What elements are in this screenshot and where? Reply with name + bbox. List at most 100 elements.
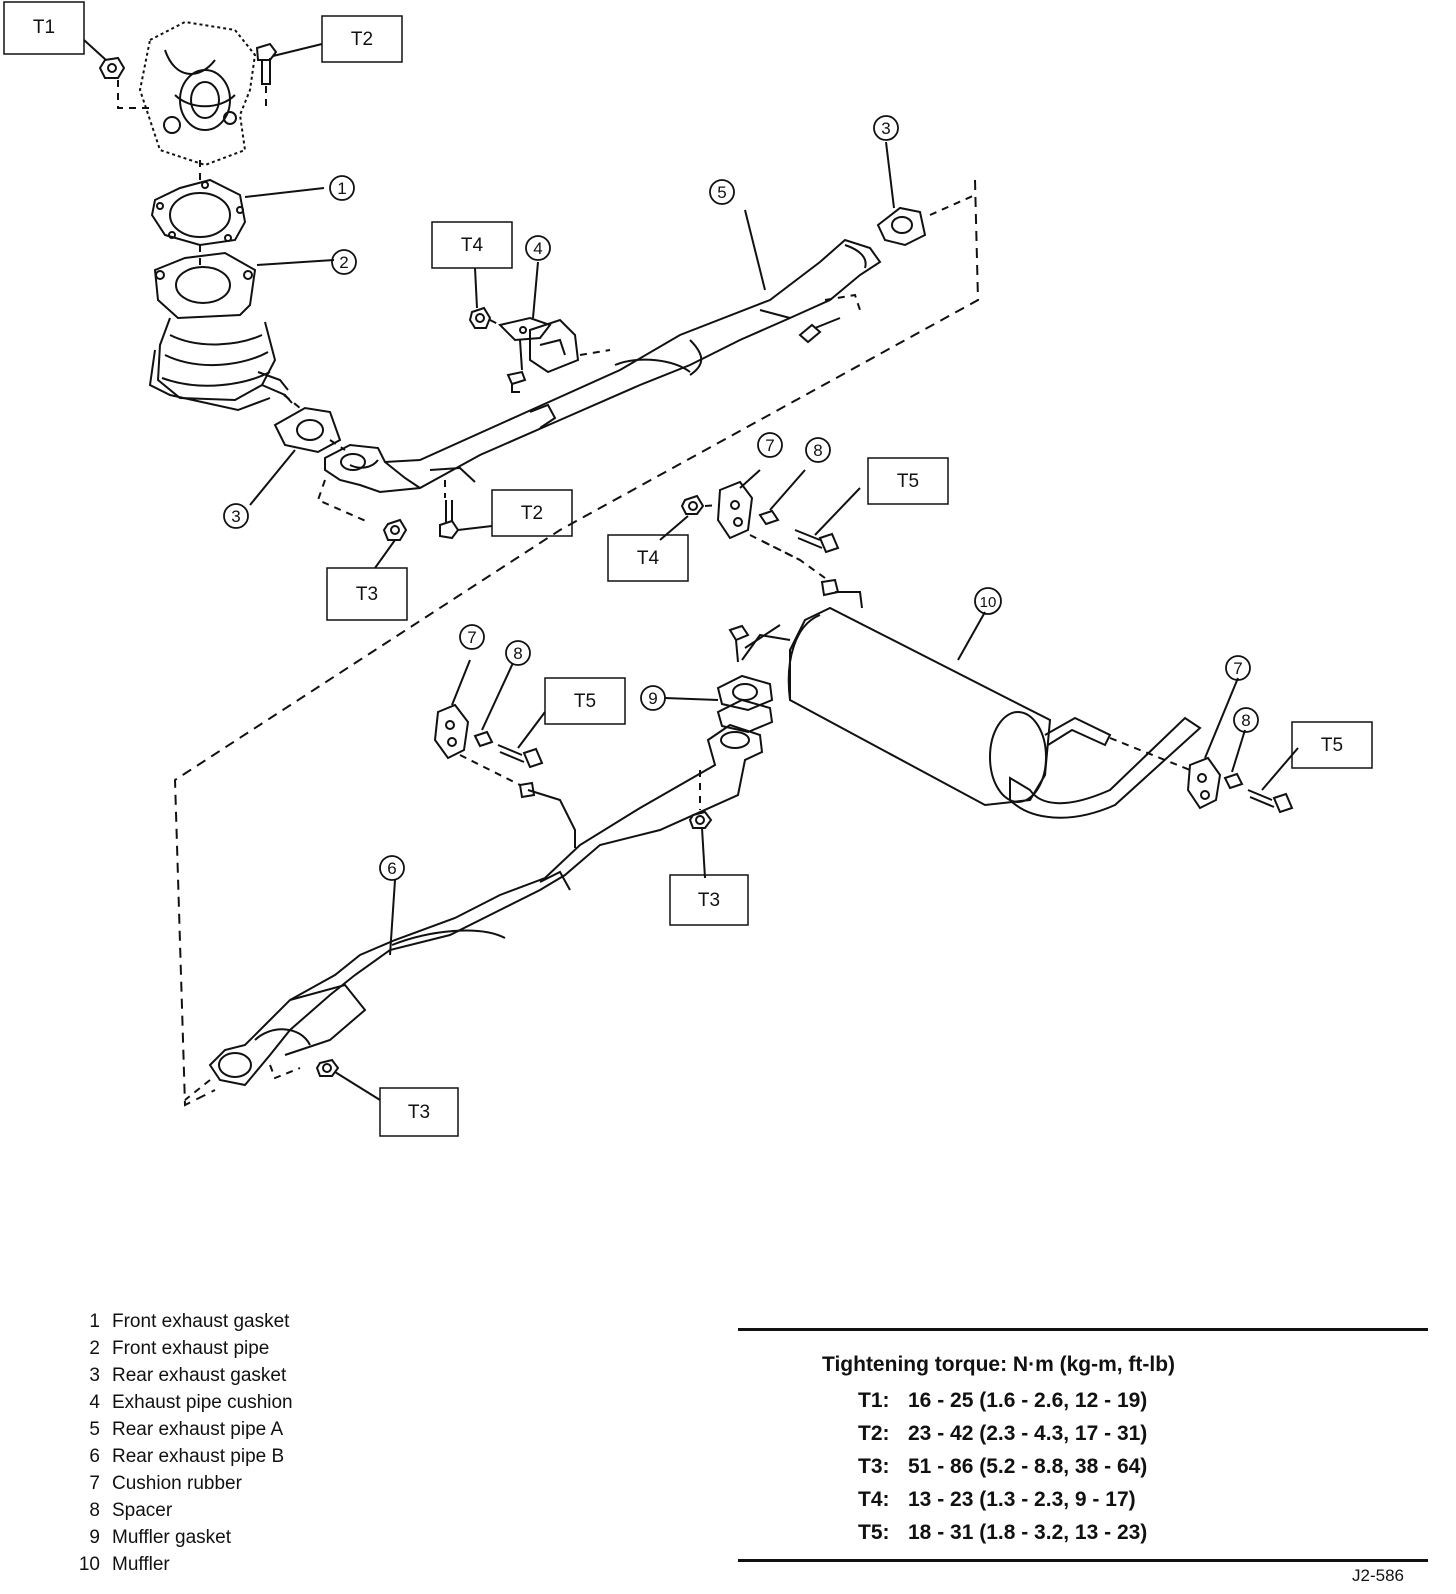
callout-t4-top: T4 <box>461 235 484 256</box>
t5-bolt-left <box>497 744 544 769</box>
torque-row: T1: 16 - 25 (1.6 - 2.6, 12 - 19) <box>858 1389 1147 1413</box>
callout-t3-middle: T3 <box>698 890 720 911</box>
torque-row: T4: 13 - 23 (1.3 - 2.3, 9 - 17) <box>858 1488 1136 1512</box>
cushion-rubber-upper <box>716 480 754 540</box>
legend-label: Muffler gasket <box>112 1527 231 1548</box>
marker-6: 6 <box>387 859 396 878</box>
legend-number: 3 <box>89 1365 100 1386</box>
marker-5: 5 <box>717 183 726 202</box>
torque-label: T1: <box>858 1389 890 1412</box>
muffler-gasket <box>716 674 774 734</box>
marker-7-left: 7 <box>467 628 476 647</box>
cushion-bolt <box>506 370 527 393</box>
marker-3-front: 3 <box>231 507 240 526</box>
legend-label: Rear exhaust pipe B <box>112 1446 285 1467</box>
exhaust-manifold <box>138 20 257 167</box>
callout-t4-lower: T4 <box>637 548 660 569</box>
torque-label: T3: <box>858 1455 890 1478</box>
t3-nut-middle <box>688 810 713 829</box>
legend-item: 2 Front exhaust pipe <box>66 1335 293 1362</box>
torque-callouts <box>3 1 1373 1137</box>
callout-t2-lower: T2 <box>521 503 543 524</box>
callout-t2-top: T2 <box>351 29 373 50</box>
legend-item: 10 Muffler <box>66 1551 293 1578</box>
legend-label: Spacer <box>112 1500 173 1521</box>
cushion-rubber-left <box>433 703 470 760</box>
torque-value: 16 - 25 (1.6 - 2.6, 12 - 19) <box>908 1389 1148 1412</box>
spacer-upper <box>758 509 780 526</box>
marker-2: 2 <box>339 253 348 272</box>
rear-exhaust-pipe-a <box>324 238 882 494</box>
legend-number: 1 <box>89 1311 100 1332</box>
rear-exhaust-pipe-b <box>208 723 764 1087</box>
legend-number: 2 <box>89 1338 100 1359</box>
legend-label: Muffler <box>112 1554 170 1575</box>
callout-t5-left: T5 <box>574 691 596 712</box>
exhaust-system-diagram: T1 T2 T4 T2 T3 T4 T5 T5 T5 T3 T3 1 2 3 4… <box>3 1 1373 1137</box>
legend-label: Cushion rubber <box>112 1473 242 1494</box>
torque-value: 51 - 86 (5.2 - 8.8, 38 - 64) <box>908 1455 1148 1478</box>
torque-label: T4: <box>858 1488 890 1511</box>
callout-t3-lower: T3 <box>408 1102 430 1123</box>
marker-3-rear: 3 <box>881 119 890 138</box>
legend-number: 7 <box>89 1473 100 1494</box>
muffler-bolt <box>728 624 750 663</box>
t4-nut-lower <box>680 494 705 515</box>
legend-number: 4 <box>89 1392 100 1413</box>
marker-7-right: 7 <box>1233 659 1242 678</box>
legend-number: 9 <box>89 1527 100 1548</box>
marker-10: 10 <box>980 594 997 611</box>
callout-t1: T1 <box>33 17 55 38</box>
exhaust-pipe-cushion <box>498 316 580 374</box>
legend-item: 8 Spacer <box>66 1497 293 1524</box>
cushion-rubber-right <box>1186 756 1222 810</box>
legend-label: Rear exhaust gasket <box>112 1365 287 1386</box>
marker-7-upper: 7 <box>765 436 774 455</box>
legend-number: 8 <box>89 1500 100 1521</box>
torque-label: T2: <box>858 1422 890 1445</box>
marker-8-upper: 8 <box>813 441 822 460</box>
legend-item: 6 Rear exhaust pipe B <box>66 1443 293 1470</box>
torque-row: T2: 23 - 42 (2.3 - 4.3, 17 - 31) <box>858 1422 1147 1446</box>
t4-nut-top <box>468 306 492 329</box>
torque-row: T3: 51 - 86 (5.2 - 8.8, 38 - 64) <box>858 1455 1147 1479</box>
muffler <box>741 578 1202 819</box>
legend-label: Front exhaust pipe <box>112 1338 270 1359</box>
item-marker-circles <box>223 115 1259 881</box>
t5-bolt-right <box>1247 789 1294 814</box>
torque-value: 23 - 42 (2.3 - 4.3, 17 - 31) <box>908 1422 1148 1445</box>
rear-exhaust-gasket-front <box>273 406 342 454</box>
legend-number: 6 <box>89 1446 100 1467</box>
spacer-left <box>473 730 494 748</box>
torque-value: 18 - 31 (1.8 - 3.2, 13 - 23) <box>908 1521 1148 1544</box>
callout-t3-upper: T3 <box>356 584 378 605</box>
marker-1: 1 <box>337 179 346 198</box>
torque-value: 13 - 23 (1.3 - 2.3, 9 - 17) <box>908 1488 1136 1511</box>
t2-bolt-lower <box>439 500 460 540</box>
marker-8-right: 8 <box>1241 711 1250 730</box>
legend-number: 10 <box>78 1554 100 1575</box>
marker-9: 9 <box>648 689 657 708</box>
spacer-right <box>1223 772 1244 790</box>
legend-item: 9 Muffler gasket <box>66 1524 293 1551</box>
rear-exhaust-gasket-rear <box>876 206 927 247</box>
legend-label: Exhaust pipe cushion <box>112 1392 293 1413</box>
legend-item: 4 Exhaust pipe cushion <box>66 1389 293 1416</box>
torque-label: T5: <box>858 1521 890 1544</box>
callout-t5-right: T5 <box>1321 735 1343 756</box>
drawing-code: J2-586 <box>1352 1566 1404 1585</box>
t5-bolt-upper <box>794 529 840 554</box>
legend-item: 7 Cushion rubber <box>66 1470 293 1497</box>
marker-4: 4 <box>533 239 542 258</box>
callout-t5-upper: T5 <box>897 471 919 492</box>
torque-heading: Tightening torque: N·m (kg-m, ft-lb) <box>822 1353 1176 1376</box>
torque-row: T5: 18 - 31 (1.8 - 3.2, 13 - 23) <box>858 1521 1147 1545</box>
legend-item: 3 Rear exhaust gasket <box>66 1362 293 1389</box>
front-exhaust-gasket <box>150 178 247 247</box>
t3-nut-lower <box>315 1058 340 1077</box>
marker-8-left: 8 <box>513 644 522 663</box>
pipe-a-bolt <box>798 317 841 344</box>
